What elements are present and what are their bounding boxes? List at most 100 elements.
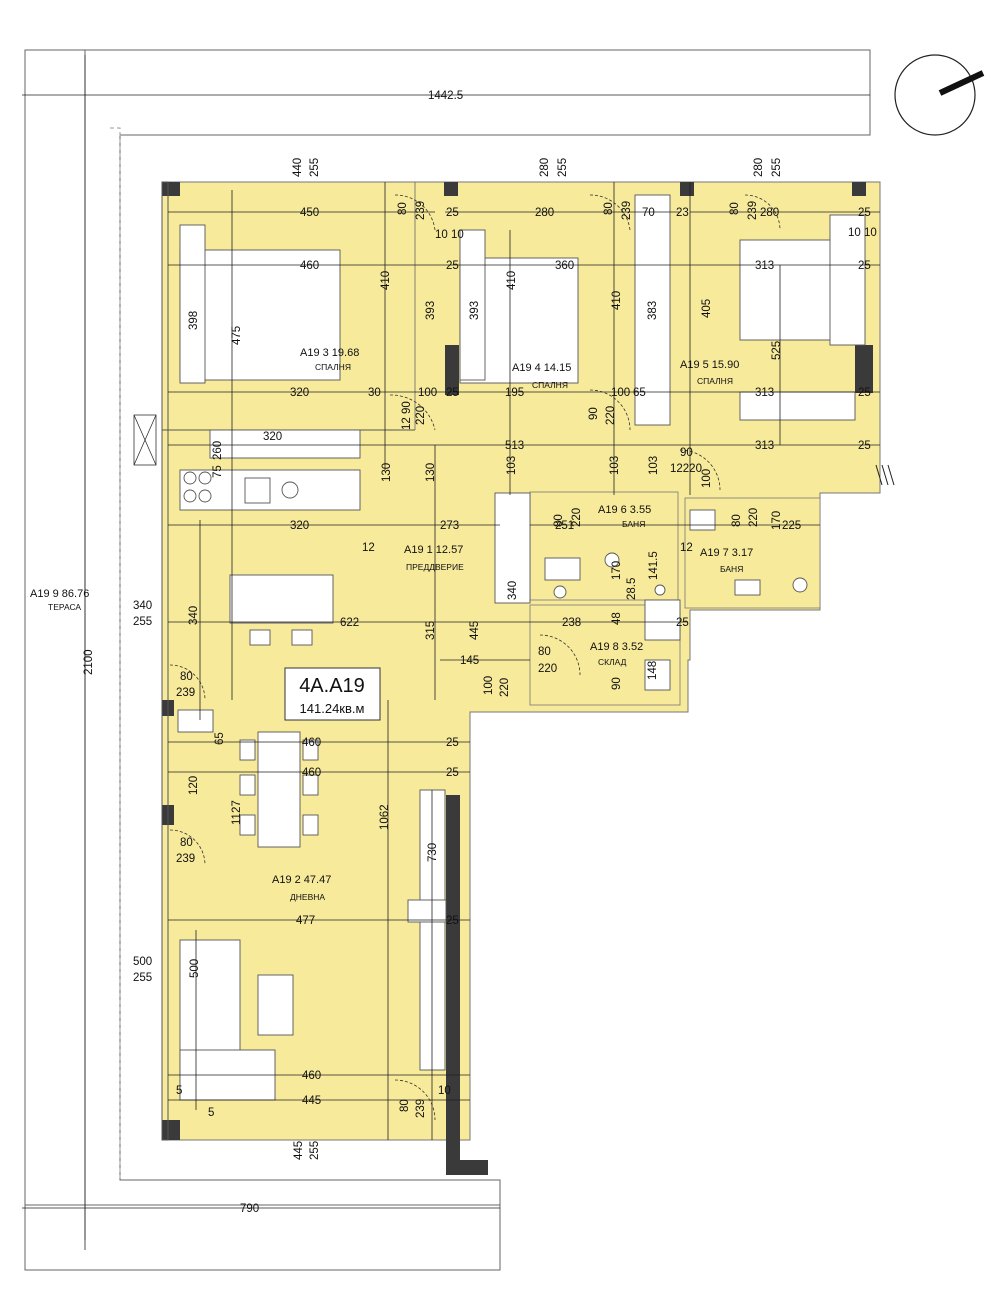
dim-label: 239 (415, 1099, 427, 1118)
dim-label: 239 (415, 201, 427, 220)
dimension-labels: 450 280 280 25 23 70 25 10 10 10 10 460 … (133, 207, 877, 1119)
dim-label: 25 (446, 915, 459, 927)
dim-label: 90 (680, 447, 693, 459)
dim-label: 103 (609, 456, 621, 475)
dim-label: 75 (212, 465, 224, 478)
dim-label: 80 (180, 671, 193, 683)
dim-label: 525 (771, 341, 783, 360)
dim-label: 65 (214, 732, 226, 745)
dim-label: 25 (446, 767, 459, 779)
dim-label: 2100 (83, 649, 95, 675)
dim-label: 255 (557, 158, 569, 177)
room-name: ДНЕВНА (290, 892, 325, 902)
dim-label: 12 (680, 542, 693, 554)
dim-label: 80 (553, 514, 565, 527)
dim-label: 28.5 (626, 578, 638, 600)
dim-label: 103 (506, 456, 518, 475)
dim-label: 410 (506, 271, 518, 290)
room-label: A19 2 47.47 (272, 874, 331, 886)
dim-label: 90 (588, 407, 600, 420)
window-symbol (133, 414, 157, 466)
dim-label: 475 (231, 326, 243, 345)
dim-label: 393 (469, 301, 481, 320)
dim-label: 80 (603, 202, 615, 215)
dim-label: 260 (212, 441, 224, 460)
room-name: СПАЛНЯ (315, 362, 351, 372)
dim-label: 500 (133, 956, 152, 968)
dim-label: 239 (747, 201, 759, 220)
dim-label: 48 (611, 612, 623, 625)
room-label: A19 7 3.17 (700, 547, 753, 559)
dim-label: 440 (292, 158, 304, 177)
dim-label: 25 (858, 207, 871, 219)
dim-label: 280 (753, 158, 765, 177)
dim-label: 313 (755, 260, 774, 272)
dim-label: 141.5 (648, 551, 660, 580)
dim-label: 255 (133, 972, 152, 984)
dim-label: 1442.5 (428, 90, 463, 102)
dim-label: 148 (647, 661, 659, 680)
room-name: СПАЛНЯ (532, 380, 568, 390)
dim-label: 405 (701, 299, 713, 318)
dim-label: 220 (571, 508, 583, 527)
dim-label: 320 (263, 431, 282, 443)
dim-label: 220 (538, 663, 557, 675)
dim-label: 313 (755, 387, 774, 399)
dim-label: 10 10 (848, 227, 877, 239)
dim-label: 25 (446, 260, 459, 272)
dim-label: 1127 (231, 800, 243, 825)
dim-label: 100 (611, 387, 630, 399)
dim-label: 100 (418, 387, 437, 399)
dim-label: 170 (611, 561, 623, 580)
apartment-area: 141.24кв.м (300, 701, 365, 716)
dim-label: 410 (611, 291, 623, 310)
north-arrow-icon (894, 54, 985, 136)
room-label: A19 5 15.90 (680, 359, 739, 371)
dim-label: 255 (309, 1141, 321, 1160)
dim-label: 280 (760, 207, 779, 219)
dim-label: 255 (133, 616, 152, 628)
dim-label: 65 (633, 387, 646, 399)
dim-label: 25 (858, 260, 871, 272)
dim-label: 730 (427, 843, 439, 862)
dim-label: 445 (293, 1141, 305, 1160)
dim-label: 460 (302, 1070, 321, 1082)
dim-label: 255 (771, 158, 783, 177)
dim-label: 170 (771, 511, 783, 530)
dim-label: 460 (302, 767, 321, 779)
dim-label: 80 (729, 202, 741, 215)
dim-label: 320 (290, 520, 309, 532)
dim-label: 393 (425, 301, 437, 320)
room-label: A19 3 19.68 (300, 347, 359, 359)
dim-label: 70 (642, 207, 655, 219)
dim-label: 130 (425, 463, 437, 482)
dim-label: 5 (176, 1085, 182, 1097)
dim-label: 445 (469, 621, 481, 640)
dim-label: 340 (507, 581, 519, 600)
dim-label: 23 (676, 207, 689, 219)
dim-label: 80 (399, 1099, 411, 1112)
dim-label: 25 (858, 440, 871, 452)
dim-label: 80 (731, 514, 743, 527)
dim-label: 220 (415, 406, 427, 425)
dim-label: 255 (309, 158, 321, 177)
dim-label: 790 (240, 1203, 259, 1215)
dim-label: 622 (340, 617, 359, 629)
dim-label: 313 (755, 440, 774, 452)
dim-label: 12 90 (401, 401, 413, 430)
dim-label: 239 (176, 687, 195, 699)
dim-label: 239 (176, 853, 195, 865)
dimension-lines (22, 55, 880, 1250)
dim-label: 10 (438, 1085, 451, 1097)
dim-label: 410 (380, 271, 392, 290)
hatch-mark (875, 464, 895, 486)
dim-label: 340 (188, 606, 200, 625)
dim-label: 239 (621, 201, 633, 220)
dim-label: 383 (647, 301, 659, 320)
dim-label: 130 (381, 463, 393, 482)
dim-label: 195 (505, 387, 524, 399)
dim-label: 398 (188, 311, 200, 330)
room-label: A19 8 3.52 (590, 641, 643, 653)
dim-label: 238 (562, 617, 581, 629)
